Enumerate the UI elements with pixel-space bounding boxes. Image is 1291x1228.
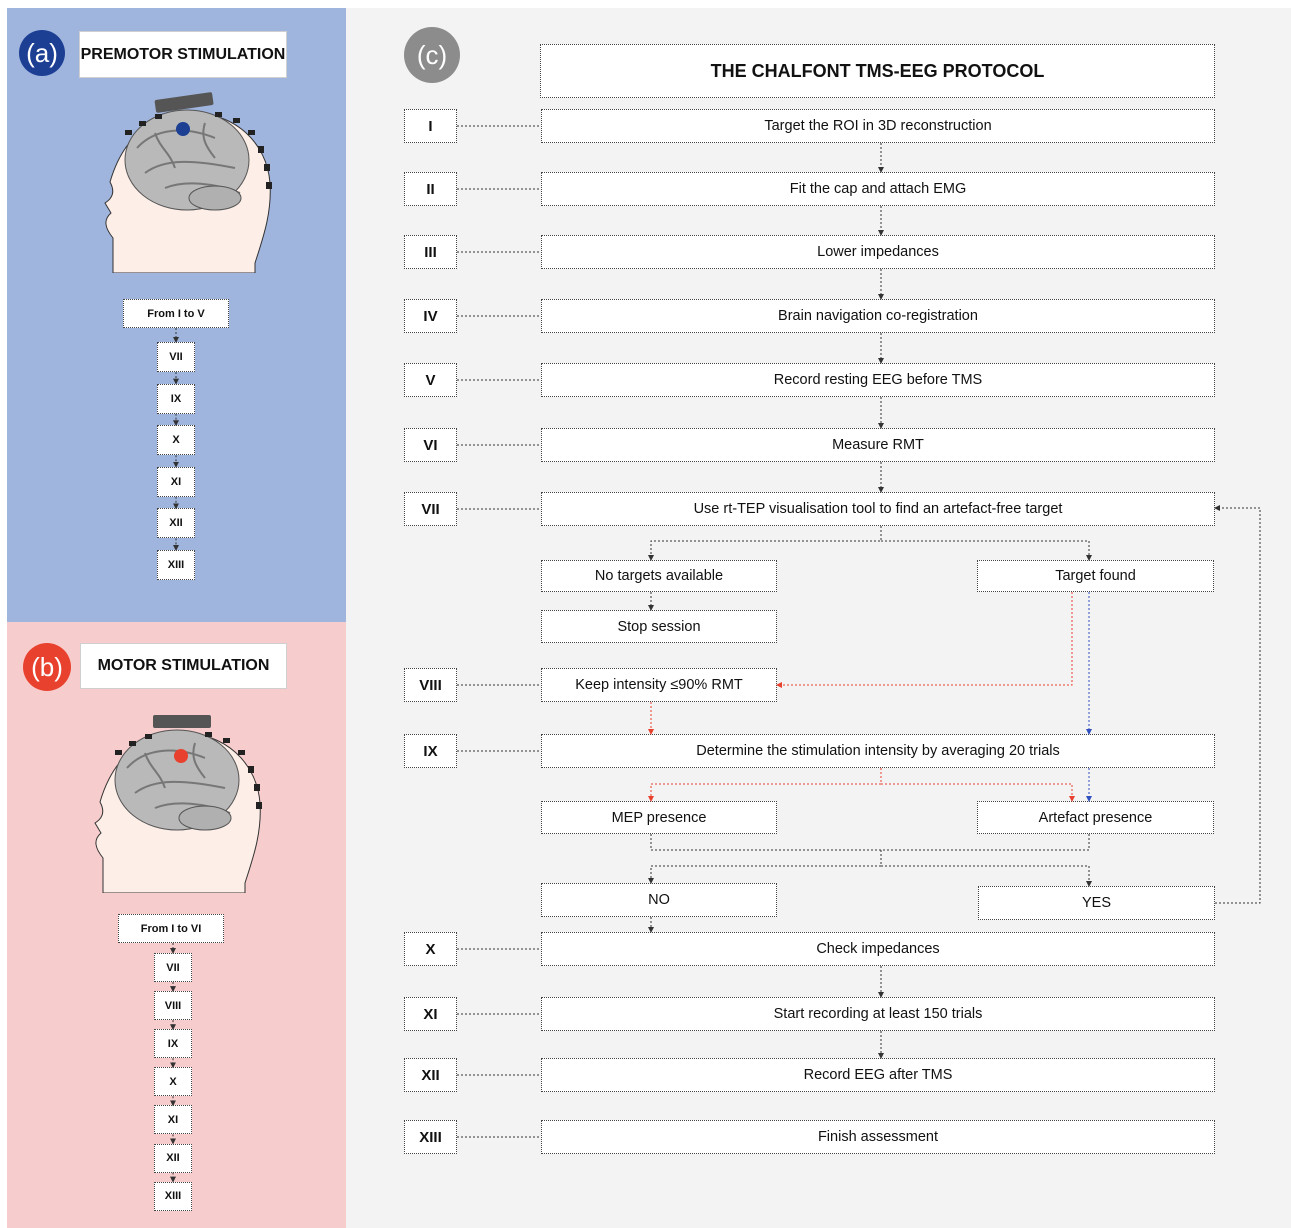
yes-box: YES (978, 886, 1215, 920)
flow-arrow (648, 850, 882, 884)
motor-target-dot (174, 749, 188, 763)
step-number-x: X (404, 932, 457, 966)
step-box-xiii: Finish assessment (541, 1120, 1215, 1154)
step-number-iv: IV (404, 299, 457, 333)
step-number-xiii: XIII (404, 1120, 457, 1154)
step-box-ix: Determine the stimulation intensity by a… (541, 734, 1215, 768)
panel-c-badge: (c) (404, 27, 460, 83)
no-targets-box: No targets available (541, 560, 777, 592)
step-box-xi: Start recording at least 150 trials (541, 997, 1215, 1031)
panel-a-step-x: X (157, 425, 195, 456)
panel-a-badge: (a) (19, 30, 65, 76)
panel-b-step-xi: XI (154, 1105, 192, 1135)
step-box-v: Record resting EEG before TMS (541, 363, 1215, 397)
flow-arrow (881, 540, 1092, 561)
panel-a-step-vii: VII (157, 342, 195, 372)
red-flow-arrow (648, 768, 882, 802)
panel-a-title: PREMOTOR STIMULATION (79, 31, 287, 78)
red-flow-arrow (776, 592, 1073, 688)
flow-arrow (881, 865, 1092, 887)
flow-arrow (648, 526, 882, 561)
panel-a-range-box: From I to V (123, 299, 229, 328)
premotor-target-dot (176, 122, 190, 136)
premotor-head-illustration (104, 92, 272, 273)
step-number-ii: II (404, 172, 457, 206)
step-number-xii: XII (404, 1058, 457, 1092)
step-number-xi: XI (404, 997, 457, 1031)
step-number-vi: VI (404, 428, 457, 462)
step-box-ii: Fit the cap and attach EMG (541, 172, 1215, 206)
panel-b-step-vii: VII (154, 953, 192, 982)
red-flow-arrow (881, 783, 1075, 802)
step-number-viii: VIII (404, 668, 457, 702)
target-found-box: Target found (977, 560, 1214, 592)
step-box-vii: Use rt-TEP visualisation tool to find an… (541, 492, 1215, 526)
step-box-viii: Keep intensity ≤90% RMT (541, 668, 777, 702)
mep-presence-box: MEP presence (541, 801, 777, 834)
panel-b-badge: (b) (23, 643, 71, 691)
panel-a-step-xi: XI (157, 466, 195, 497)
stop-session-box: Stop session (541, 610, 777, 643)
panel-b-step-xiii: XIII (154, 1181, 192, 1211)
panel-b-title: MOTOR STIMULATION (80, 643, 287, 689)
panel-b-range-box: From I to VI (118, 914, 224, 943)
step-box-x: Check impedances (541, 932, 1215, 966)
no-box: NO (541, 883, 777, 917)
tms-coil-icon (153, 715, 211, 728)
step-box-i: Target the ROI in 3D reconstruction (541, 109, 1215, 143)
loop-back-arrow (1214, 505, 1261, 904)
tms-coil-icon (154, 92, 214, 113)
step-box-vi: Measure RMT (541, 428, 1215, 462)
panel-b-step-viii: VIII (154, 991, 192, 1021)
flow-line (650, 834, 1090, 851)
step-number-vii: VII (404, 492, 457, 526)
step-number-ix: IX (404, 734, 457, 768)
step-number-iii: III (404, 235, 457, 269)
artefact-presence-box: Artefact presence (977, 801, 1214, 834)
step-number-i: I (404, 109, 457, 143)
motor-head-illustration (94, 715, 262, 893)
panel-b-step-ix: IX (154, 1029, 192, 1059)
step-number-v: V (404, 363, 457, 397)
panel-a-step-xii: XII (157, 508, 195, 539)
panel-b-step-xii: XII (154, 1143, 192, 1173)
protocol-title: THE CHALFONT TMS-EEG PROTOCOL (540, 44, 1215, 98)
